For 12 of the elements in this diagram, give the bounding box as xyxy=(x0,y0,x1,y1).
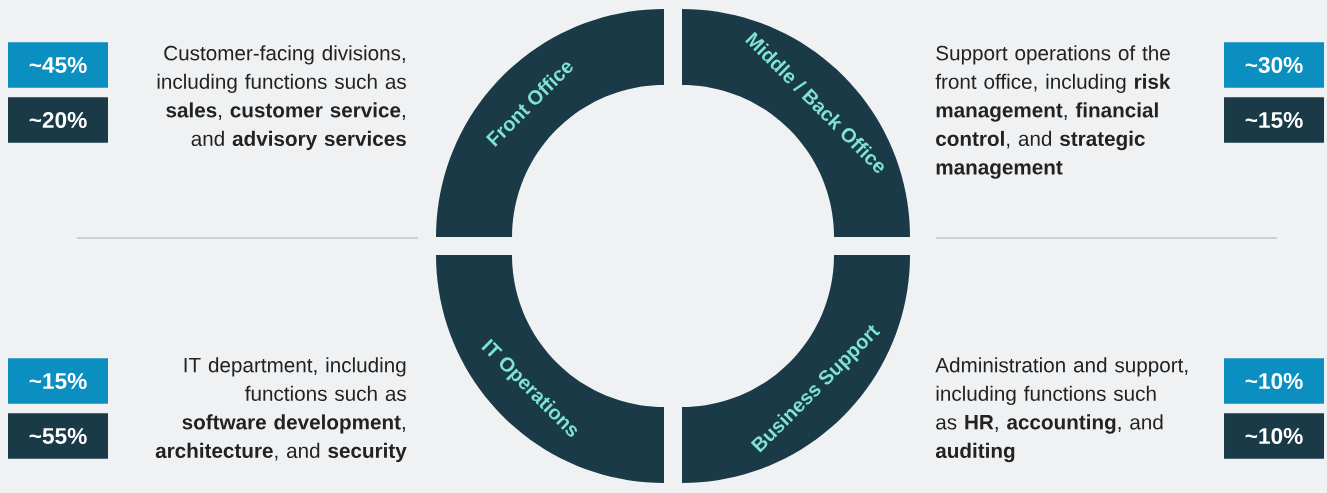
percentage-box: ~20% xyxy=(8,97,108,143)
percentage-box: ~15% xyxy=(8,358,108,404)
percentage-box: ~15% xyxy=(1224,97,1324,143)
percentage-box: ~10% xyxy=(1224,358,1324,404)
description-text: Support operations of the front office, including risk management, financial control, and strategic management xyxy=(935,45,1171,179)
percentage-box: ~45% xyxy=(8,42,108,88)
percentage-box: ~10% xyxy=(1224,413,1324,459)
description-text: IT department, including functions such as software development, architecture, and security xyxy=(155,357,407,463)
description-text: Customer-facing divisions, including functions such as sales, customer service, and advisory services xyxy=(157,45,406,151)
description-text: Administration and support, including functions such as HR, accounting, and auditing xyxy=(935,357,1188,463)
percentage-box: ~55% xyxy=(8,413,108,459)
percentage-box: ~30% xyxy=(1224,42,1324,88)
